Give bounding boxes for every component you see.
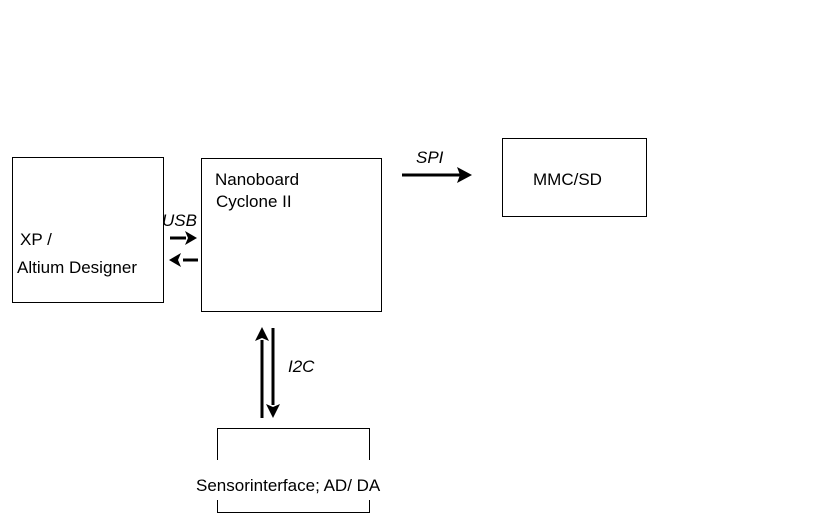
usb-label: USB xyxy=(162,211,197,230)
pc-label-line1: XP / xyxy=(20,230,52,249)
pc-altium-block xyxy=(12,157,164,303)
usb-arrow-left xyxy=(169,253,198,267)
i2c-label: I2C xyxy=(288,357,315,376)
spi-label: SPI xyxy=(416,148,444,167)
spi-arrow xyxy=(402,167,472,183)
mmc-sd-label: MMC/SD xyxy=(533,170,602,189)
mmc-sd-block xyxy=(502,138,647,217)
sensor-interface-label: Sensorinterface; AD/ DA xyxy=(196,476,381,495)
i2c-arrow-up xyxy=(255,327,269,418)
pc-label-line2: Altium Designer xyxy=(17,258,137,277)
nanoboard-label-line2: Cyclone II xyxy=(216,192,292,211)
sensor-interface-block xyxy=(217,428,370,513)
usb-arrow-right xyxy=(170,231,197,245)
i2c-arrow-down xyxy=(266,328,280,418)
nanoboard-label-line1: Nanoboard xyxy=(215,170,300,189)
nanoboard-block xyxy=(201,158,382,312)
